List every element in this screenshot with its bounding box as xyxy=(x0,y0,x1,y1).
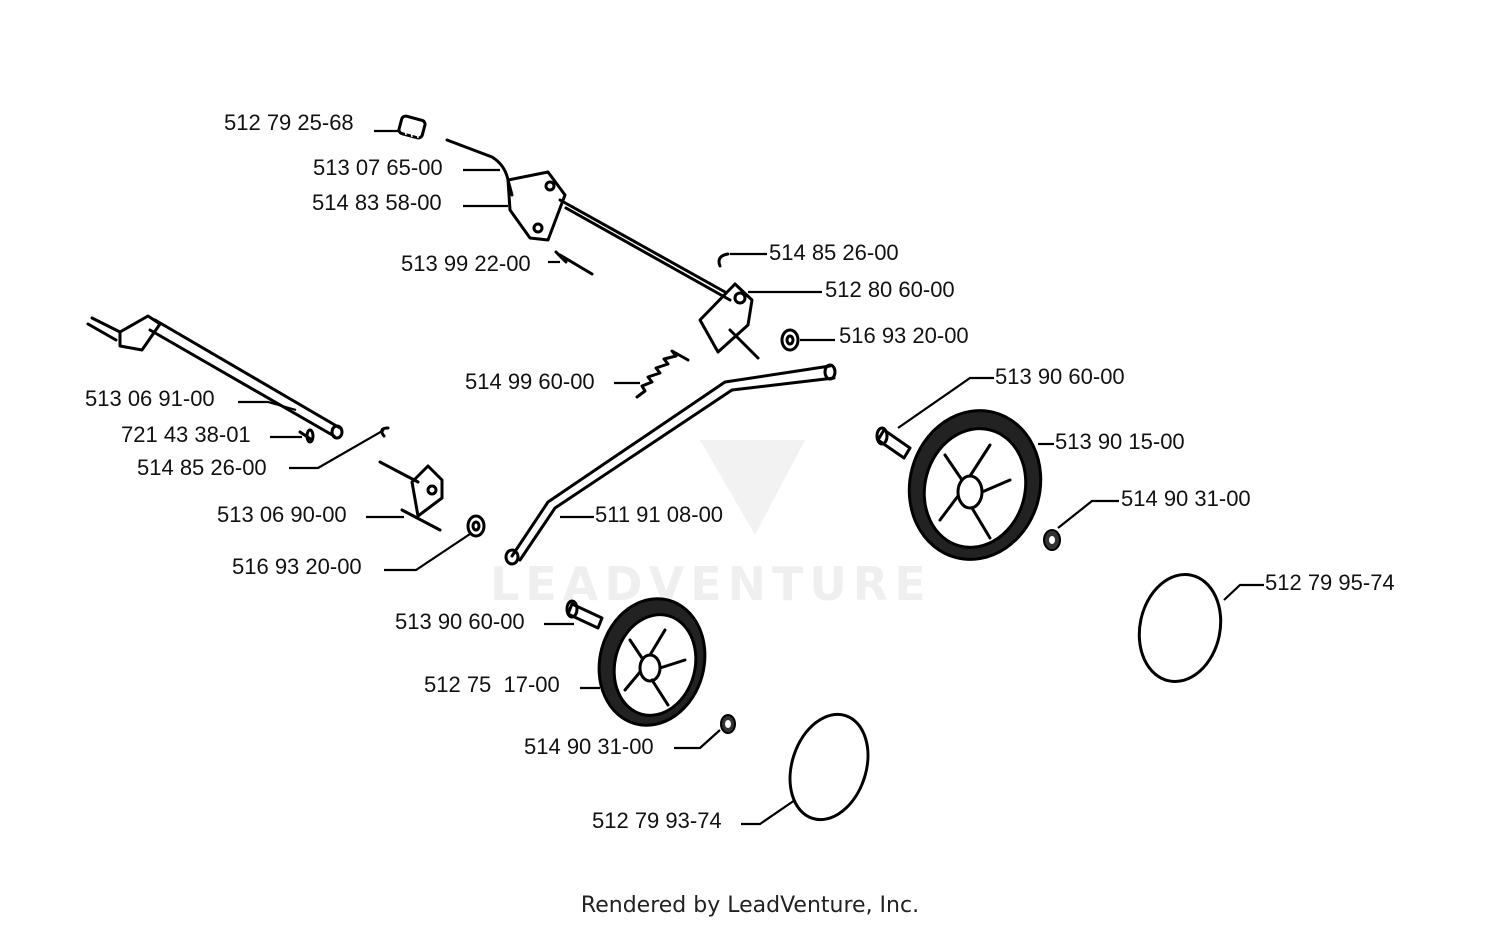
label-514-99-60-00: 514 99 60-00 xyxy=(465,369,595,394)
connecting-bar-part xyxy=(504,363,837,566)
label-512-79-25-68: 512 79 25-68 xyxy=(224,110,354,135)
left-axle-part xyxy=(86,314,344,440)
part-labels: 512 79 25-68 513 07 65-00 514 83 58-00 5… xyxy=(85,110,1395,833)
wheel-bolt-lower-part xyxy=(565,599,604,630)
label-513-06-91-00: 513 06 91-00 xyxy=(85,386,215,411)
pin-left-part xyxy=(298,428,315,444)
hub-cap-lower-part xyxy=(788,712,870,822)
label-513-06-90-00: 513 06 90-00 xyxy=(217,502,347,527)
hairpin-clip-part xyxy=(717,252,730,268)
wheel-right-part xyxy=(907,409,1043,561)
label-516-93-20-00-lower: 516 93 20-00 xyxy=(232,554,362,579)
label-514-83-58-00: 514 83 58-00 xyxy=(312,190,442,215)
wheel-bolt-upper-part xyxy=(875,426,912,460)
small-pin-part xyxy=(554,250,594,276)
wheel-lower-part xyxy=(597,597,707,727)
spring-part xyxy=(635,349,690,399)
label-721-43-38-01: 721 43 38-01 xyxy=(121,422,251,447)
label-513-99-22-00: 513 99 22-00 xyxy=(401,251,531,276)
label-512-75-17-00: 512 75 17-00 xyxy=(424,672,560,697)
height-lever-part xyxy=(445,138,514,197)
nut-right-part xyxy=(1043,529,1061,551)
lever-bracket-part xyxy=(506,170,567,242)
label-514-90-31-00-upper: 514 90 31-00 xyxy=(1121,486,1251,511)
label-513-07-65-00: 513 07 65-00 xyxy=(313,155,443,180)
leader-lines xyxy=(238,129,1264,826)
washer-upper-part xyxy=(780,328,800,352)
label-512-80-60-00: 512 80 60-00 xyxy=(825,277,955,302)
watermark-text: LEADVENTURE xyxy=(490,557,932,611)
label-514-90-31-00-lower: 514 90 31-00 xyxy=(524,734,654,759)
label-513-90-60-00-lower: 513 90 60-00 xyxy=(395,609,525,634)
watermark: LEADVENTURE xyxy=(490,440,932,611)
upper-axle-rod-part xyxy=(558,198,732,302)
label-512-79-93-74: 512 79 93-74 xyxy=(592,808,722,833)
label-513-90-15-00: 513 90 15-00 xyxy=(1055,429,1185,454)
label-514-85-26-00-upper: 514 85 26-00 xyxy=(769,240,899,265)
label-516-93-20-00-upper: 516 93 20-00 xyxy=(839,323,969,348)
hub-cap-right-part xyxy=(1137,573,1223,683)
knob-part xyxy=(397,114,427,140)
washer-left-part xyxy=(466,514,486,538)
footer-credit: Rendered by LeadVenture, Inc. xyxy=(580,893,920,918)
left-bracket-part xyxy=(378,460,444,532)
label-514-85-26-00-lower: 514 85 26-00 xyxy=(137,455,267,480)
label-511-91-08-00: 511 91 08-00 xyxy=(595,502,723,527)
label-512-79-95-74: 512 79 95-74 xyxy=(1265,570,1395,595)
label-513-90-60-00-upper: 513 90 60-00 xyxy=(995,364,1125,389)
right-bracket-part xyxy=(698,282,760,360)
nut-lower-part xyxy=(720,714,736,734)
